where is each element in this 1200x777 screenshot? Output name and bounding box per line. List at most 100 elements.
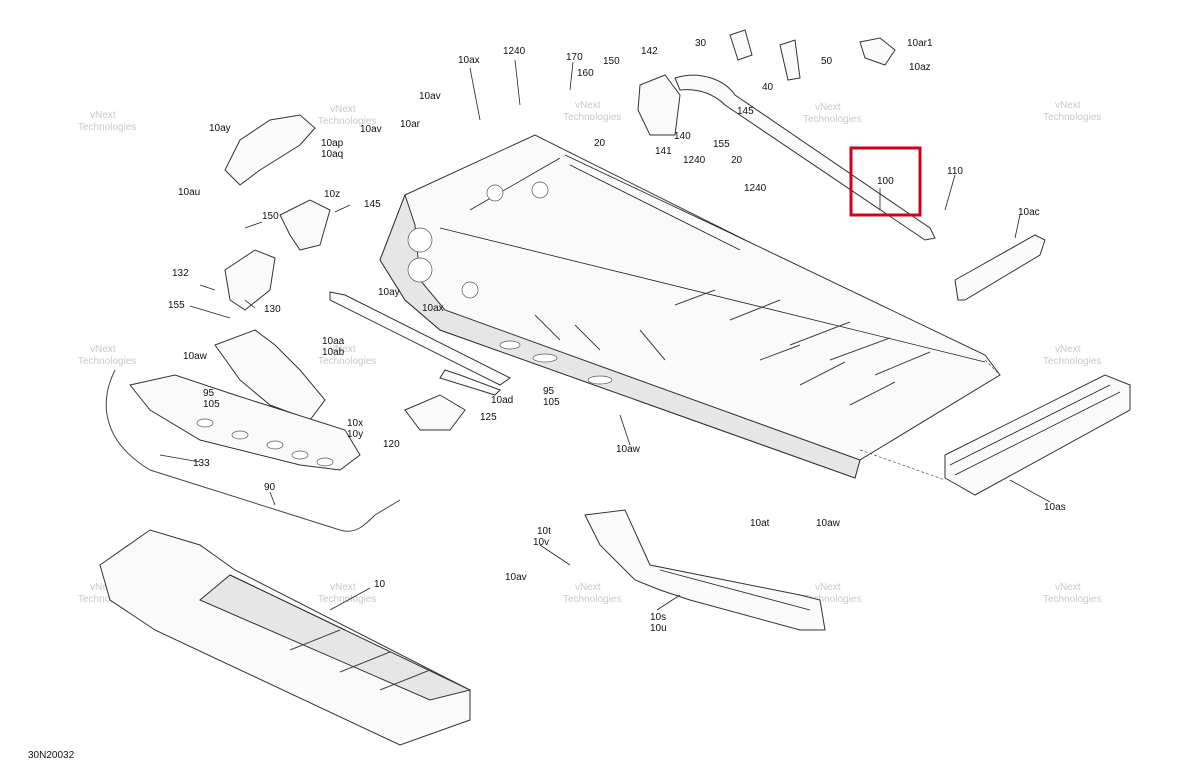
callout-10ar1: 10ar1 (907, 38, 933, 49)
watermark: Technologies (318, 356, 376, 367)
bracket-10aa (214, 329, 326, 421)
tunnel-body (379, 134, 1001, 479)
bracket-10z (279, 199, 331, 251)
callout-142: 142 (641, 46, 658, 57)
bracket-142 (637, 74, 681, 136)
watermark: Technologies (318, 116, 376, 127)
tunnel-inset (99, 529, 472, 746)
watermark: vNext (1055, 582, 1081, 593)
callout-10ab: 10ab (322, 347, 345, 358)
plate-10x (129, 374, 361, 471)
callout-10au: 10au (178, 187, 200, 198)
callout-50: 50 (821, 56, 833, 67)
callout-155: 155 (168, 300, 185, 311)
part-10s (584, 509, 826, 631)
callout-20: 20 (594, 138, 606, 149)
watermark: vNext (575, 582, 601, 593)
watermark: Technologies (78, 122, 136, 133)
rear-brackets (637, 29, 896, 136)
callout-10aa: 10aa (322, 336, 345, 347)
part-10ac (954, 234, 1046, 301)
callout-10as: 10as (1044, 502, 1066, 513)
front-plate-10x (129, 374, 361, 471)
callout-10x: 10x (347, 418, 363, 429)
callout-10ax: 10ax (458, 55, 480, 66)
callout-10ap: 10ap (321, 138, 344, 149)
callout-30: 30 (695, 38, 707, 49)
watermark: vNext (330, 582, 356, 593)
callout-labels: 10ax 1240 170 150 142 30 10ar1 160 50 10… (168, 38, 1066, 634)
callout-10ax: 10ax (422, 303, 444, 314)
watermark: Technologies (78, 356, 136, 367)
callout-110: 110 (947, 166, 963, 177)
leader-lines (159, 59, 1051, 611)
rail-10s-body (584, 509, 826, 631)
watermark: vNext (815, 582, 841, 593)
callout-1240: 1240 (744, 183, 767, 194)
callout-10av: 10av (505, 572, 527, 583)
bracket-30 (729, 29, 753, 61)
callout-10aw: 10aw (616, 444, 641, 455)
bracket-130 (224, 249, 276, 311)
watermark: vNext (90, 344, 116, 355)
watermark: vNext (330, 104, 356, 115)
callout-10u: 10u (650, 623, 667, 634)
callout-10s: 10s (650, 612, 666, 623)
callout-105: 105 (543, 397, 560, 408)
callout-10aw: 10aw (183, 351, 208, 362)
callout-1240: 1240 (683, 155, 706, 166)
callout-40: 40 (762, 82, 774, 93)
callout-133: 133 (193, 458, 210, 469)
callout-155: 155 (713, 139, 730, 150)
part-10as (944, 374, 1131, 496)
watermark: Technologies (803, 594, 861, 605)
callout-160: 160 (577, 68, 594, 79)
bumper-90 (105, 369, 401, 532)
callout-10y: 10y (347, 429, 363, 440)
callout-145: 145 (364, 199, 381, 210)
watermark: Technologies (1043, 594, 1101, 605)
part-10ad (439, 369, 501, 396)
callout-10ay: 10ay (378, 287, 400, 298)
watermark: vNext (1055, 344, 1081, 355)
left-brackets (214, 114, 331, 421)
callout-150: 150 (603, 56, 620, 67)
callout-10at: 10at (750, 518, 770, 529)
callout-90: 90 (264, 482, 276, 493)
callout-95: 95 (203, 388, 215, 399)
watermark: Technologies (78, 594, 136, 605)
rail-100 (674, 74, 936, 241)
callout-120: 120 (383, 439, 400, 450)
watermark: Technologies (1043, 356, 1101, 367)
rail-10as-body (944, 374, 1131, 496)
main-tunnel (379, 134, 1001, 479)
watermark: Technologies (563, 112, 621, 123)
callout-10t: 10t (537, 526, 551, 537)
callout-10: 10 (374, 579, 386, 590)
watermark: Technologies (803, 114, 861, 125)
tunnel-side (379, 193, 861, 479)
watermark: vNext (90, 582, 116, 593)
watermark: vNext (90, 110, 116, 121)
callout-10ad: 10ad (491, 395, 513, 406)
part-120 (404, 394, 466, 431)
callout-10v: 10v (533, 537, 549, 548)
callout-10ar: 10ar (400, 119, 421, 130)
watermark: vNext (815, 102, 841, 113)
watermark: vNext (575, 100, 601, 111)
bracket-10ap (224, 114, 316, 186)
callout-20: 20 (731, 155, 743, 166)
callout-140: 140 (674, 131, 691, 142)
callout-125: 125 (480, 412, 497, 423)
highlight-box (849, 146, 922, 217)
callout-105: 105 (203, 399, 220, 410)
callout-10aq: 10aq (321, 149, 343, 160)
watermark: vNext (1055, 100, 1081, 111)
callout-10ac: 10ac (1018, 207, 1040, 218)
callout-10z: 10z (324, 189, 340, 200)
bracket-10ar1 (859, 37, 896, 66)
watermark: Technologies (1043, 112, 1101, 123)
callout-10az: 10az (909, 62, 931, 73)
callout-130: 130 (264, 304, 281, 315)
